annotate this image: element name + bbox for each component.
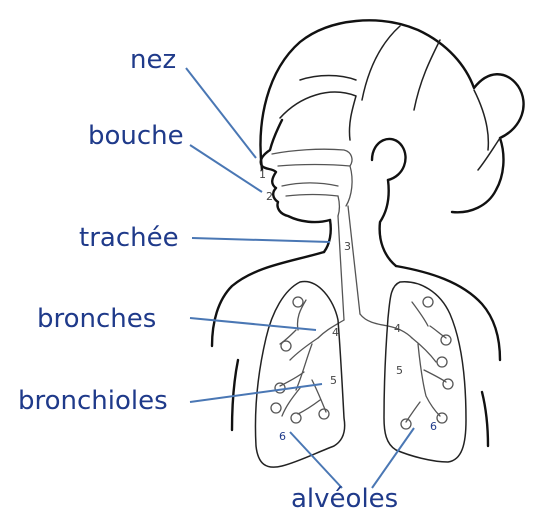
airway-drawing [272,149,412,338]
marker-4-right: 4 [394,322,401,335]
label-bouche: bouche [88,121,184,151]
bangs [280,76,356,141]
marker-6-left: 6 [279,430,286,443]
lungs-drawing [255,282,466,468]
marker-6-right: 6 [430,420,437,433]
pointer-lines [186,68,414,488]
marker-2: 2 [266,190,273,203]
neck-front [324,220,331,252]
label-alveoles: alvéoles [291,484,398,514]
bronchus-left [318,314,388,338]
arm-right [482,392,488,446]
bronchioles-right [406,302,446,422]
trachea-right-wall [348,206,360,314]
bronchioles-left [280,300,326,416]
ponytail-strands [362,26,500,170]
mouth-cavity [282,183,338,196]
nasal-cavity [272,149,352,166]
label-bronches: bronches [37,304,156,334]
neck-back [380,180,396,266]
pointer-nez [186,68,256,158]
marker-5-right: 5 [396,364,403,377]
marker-3: 3 [344,240,351,253]
marker-1: 1 [259,168,266,181]
label-trachee: trachée [79,223,179,253]
pointer-trachee [192,238,330,242]
trachea-left-wall [338,216,344,320]
marker-4-left: 4 [332,326,339,339]
marker-5-left: 5 [330,374,337,387]
ear [372,139,406,180]
pointer-alveoles-right [372,428,414,488]
label-nez: nez [130,45,176,75]
label-bronchioles: bronchioles [18,386,168,416]
pharynx [338,166,352,216]
face-profile [261,120,330,222]
shoulder-right [396,266,500,360]
